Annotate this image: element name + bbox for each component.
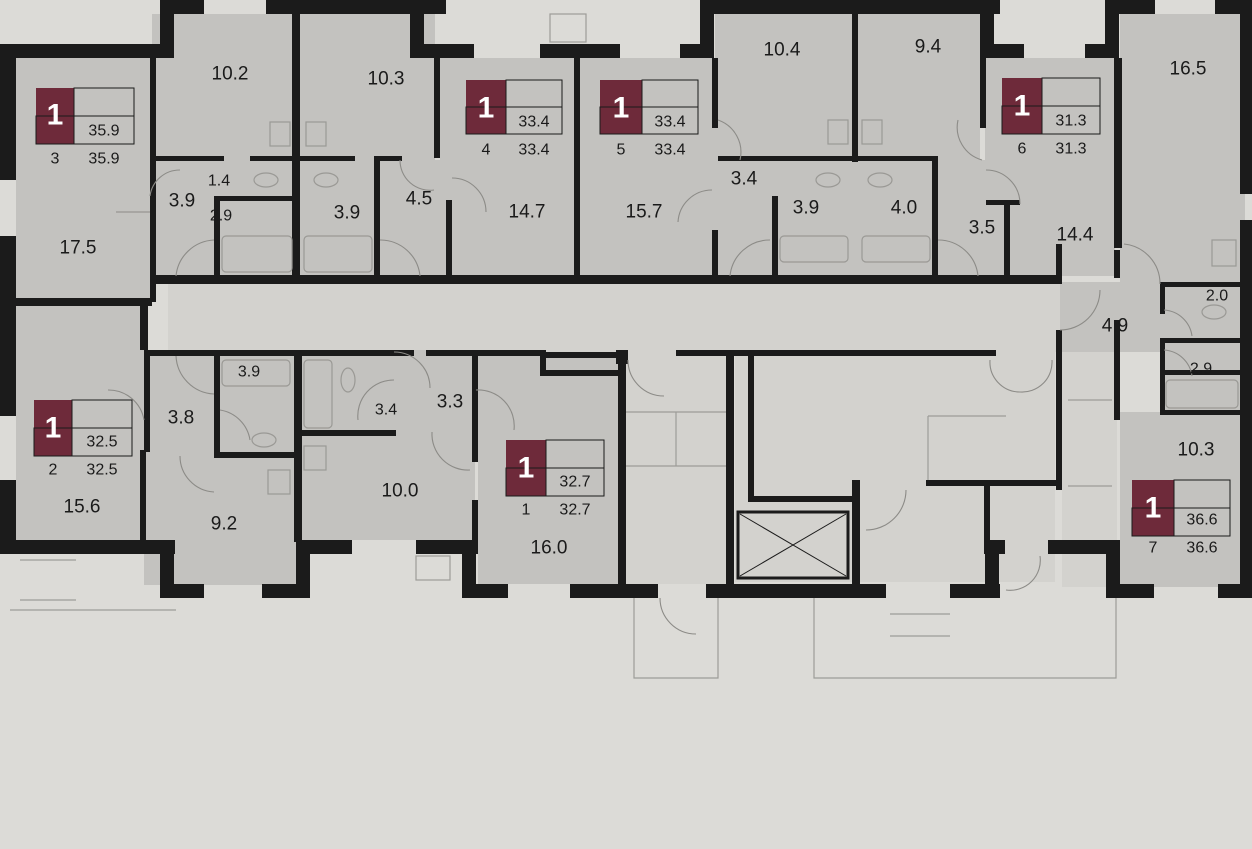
room-area-label: 14.4 bbox=[1057, 225, 1094, 246]
room-area-label: 17.5 bbox=[60, 238, 97, 259]
room-area-label: 3.9 bbox=[793, 198, 819, 219]
badge-apartment-number: 5 bbox=[617, 142, 626, 159]
badge-area-top: 31.3 bbox=[1055, 113, 1086, 130]
badge-area-top: 33.4 bbox=[518, 114, 549, 131]
apartment-badge-apt2[interactable]: 1 32.5 2 32.5 bbox=[33, 399, 133, 479]
badge-area-bottom: 33.4 bbox=[518, 142, 549, 159]
room-area-label: 3.9 bbox=[334, 203, 360, 224]
apartment-badge-apt7[interactable]: 1 36.6 7 36.6 bbox=[1131, 479, 1231, 557]
room-area-label: 3.3 bbox=[437, 392, 463, 413]
badge-room-count: 1 bbox=[478, 92, 495, 125]
room-area-label: 15.6 bbox=[64, 497, 101, 518]
apartment-badge-apt5[interactable]: 1 33.4 5 33.4 bbox=[599, 79, 699, 159]
room-area-label: 3.9 bbox=[238, 364, 260, 381]
room-area-label: 3.9 bbox=[169, 191, 195, 212]
badge-frame bbox=[1173, 479, 1231, 537]
room-area-label: 3.5 bbox=[969, 218, 995, 239]
badge-frame bbox=[641, 79, 699, 135]
badge-area-bottom: 36.6 bbox=[1186, 540, 1217, 557]
badge-area-top: 36.6 bbox=[1186, 512, 1217, 529]
badge-room-count: 1 bbox=[518, 452, 535, 485]
room-area-label: 2.9 bbox=[1190, 361, 1212, 378]
badge-frame bbox=[545, 439, 605, 497]
badge-area-top: 35.9 bbox=[88, 123, 119, 140]
badge-room-count: 1 bbox=[1014, 90, 1031, 123]
badge-frame bbox=[505, 79, 563, 135]
apartment-badge-apt6[interactable]: 1 31.3 6 31.3 bbox=[1001, 77, 1101, 158]
room-area-label: 1.4 bbox=[208, 173, 230, 190]
room-area-label: 10.4 bbox=[764, 40, 801, 61]
fixtures bbox=[10, 13, 1239, 679]
badge-area-top: 32.5 bbox=[86, 434, 117, 451]
room-area-label: 16.0 bbox=[531, 538, 568, 559]
badge-frame bbox=[71, 399, 133, 457]
room-area-label: 3.4 bbox=[731, 169, 758, 190]
room-area-label: 10.3 bbox=[1178, 440, 1215, 461]
room-labels: 10.2 10.3 10.4 9.4 16.5 1.4 3.9 2.9 3.9 … bbox=[60, 37, 1229, 559]
badge-room-count: 1 bbox=[613, 92, 630, 125]
badge-apartment-number: 3 bbox=[51, 151, 60, 168]
badge-area-bottom: 32.7 bbox=[559, 502, 590, 519]
badge-area-bottom: 32.5 bbox=[86, 462, 117, 479]
room-area-label: 2.0 bbox=[1206, 288, 1228, 305]
badge-apartment-number: 1 bbox=[522, 502, 531, 519]
room-area-label: 15.7 bbox=[626, 202, 663, 223]
room-area-label: 10.0 bbox=[382, 481, 419, 502]
walls bbox=[0, 0, 1252, 598]
apartment-badge-apt1[interactable]: 1 32.7 1 32.7 bbox=[505, 439, 605, 519]
room-area-label: 4.9 bbox=[1102, 316, 1128, 337]
room-area-label: 9.4 bbox=[915, 37, 942, 58]
room-area-label: 16.5 bbox=[1170, 59, 1207, 80]
badge-room-count: 1 bbox=[47, 99, 64, 132]
badge-apartment-number: 6 bbox=[1018, 141, 1027, 158]
room-area-label: 9.2 bbox=[211, 514, 237, 535]
apartment-badge-apt4[interactable]: 1 33.4 4 33.4 bbox=[465, 79, 563, 159]
badge-apartment-number: 7 bbox=[1149, 540, 1158, 557]
room-area-label: 4.0 bbox=[891, 198, 917, 219]
apartment-badge-apt3[interactable]: 1 35.9 3 35.9 bbox=[35, 87, 135, 168]
room-area-label: 2.9 bbox=[210, 208, 232, 225]
badge-apartment-number: 4 bbox=[482, 142, 491, 159]
room-area-label: 10.2 bbox=[212, 64, 249, 85]
room-area-label: 14.7 bbox=[509, 202, 546, 223]
badge-apartment-number: 2 bbox=[49, 462, 58, 479]
room-area-label: 4.5 bbox=[406, 189, 432, 210]
badge-frame bbox=[73, 87, 135, 145]
badge-room-count: 1 bbox=[45, 412, 62, 445]
room-area-label: 3.8 bbox=[168, 408, 194, 429]
badge-area-top: 33.4 bbox=[654, 114, 685, 131]
badge-area-bottom: 33.4 bbox=[654, 142, 685, 159]
badge-area-top: 32.7 bbox=[559, 474, 590, 491]
room-area-label: 3.4 bbox=[375, 402, 397, 419]
badge-frame bbox=[1041, 77, 1101, 135]
room-area-label: 10.3 bbox=[368, 69, 405, 90]
badge-room-count: 1 bbox=[1145, 492, 1162, 525]
badge-area-bottom: 31.3 bbox=[1055, 141, 1086, 158]
badge-area-bottom: 35.9 bbox=[88, 151, 119, 168]
